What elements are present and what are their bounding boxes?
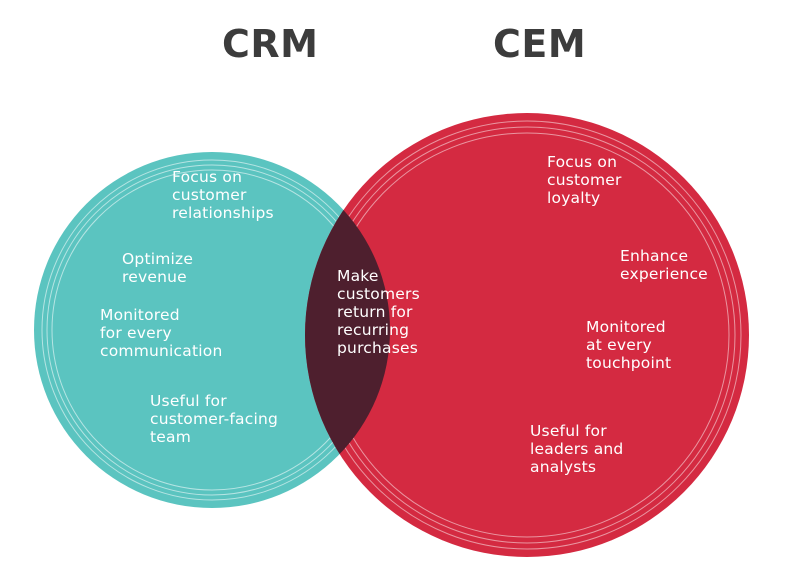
cem-title: CEM (493, 22, 587, 66)
cem-item-monitored: Monitored at every touchpoint (586, 318, 672, 372)
crm-title: CRM (222, 22, 319, 66)
crm-item-useful: Useful for customer-facing team (150, 392, 279, 446)
crm-circle (34, 152, 390, 508)
crm-item-focus: Focus on customer relationships (172, 168, 274, 222)
crm-item-optimize: Optimize revenue (122, 250, 194, 286)
cem-item-useful: Useful for leaders and analysts (530, 422, 624, 476)
cem-item-enhance: Enhance experience (620, 247, 708, 283)
cem-item-focus: Focus on customer loyalty (547, 153, 622, 207)
crm-item-monitored: Monitored for every communication (100, 306, 223, 360)
overlap-text: Make customers return for recurring purc… (337, 267, 420, 357)
cem-circle (305, 113, 749, 557)
